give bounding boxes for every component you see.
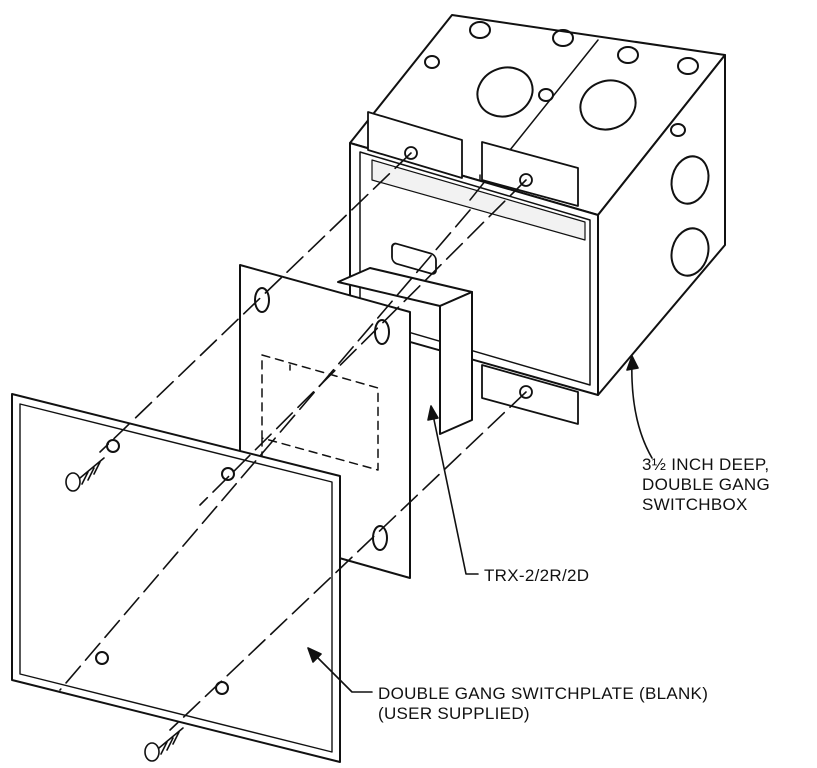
arrow-trx [427,405,439,421]
switchplate-inner-edge [19,403,333,753]
knockout-side-1 [670,155,710,205]
switchplate-hole-3 [95,651,109,665]
switchbox-interior [371,159,586,241]
knockout-top-4 [552,29,574,47]
align-line-1 [99,152,412,453]
arrow-switchplate [307,647,322,663]
screw-head-lower [144,742,160,762]
switchplate-label: DOUBLE GANG SWITCHPLATE (BLANK) (USER SU… [378,684,708,724]
pryout-top-2 [538,88,554,102]
align-line-3 [169,391,527,731]
trx-box-side [439,291,473,435]
alignment-lines [59,152,527,731]
align-line-2 [199,179,527,506]
screw-lower [144,727,184,762]
leader-lines [307,355,653,693]
ear-top-left-slot [391,242,437,275]
switchplate-label-line-1: DOUBLE GANG SWITCHPLATE (BLANK) [378,684,709,703]
switchbox-front-inner [359,151,591,386]
knockout-top-1 [476,66,534,118]
knockout-top-3 [469,21,491,39]
align-line-4 [59,209,471,691]
knockout-top-6 [677,57,699,75]
knockout-top-2 [579,79,637,131]
switchplate-hole-4 [215,681,229,695]
knockout-side-2 [670,227,710,277]
switchplate-outline [11,393,341,763]
screw-upper [65,457,105,492]
switchplate-hole-2 [221,467,235,481]
leader-trx [431,409,479,575]
switchplate-label-line-2: (USER SUPPLIED) [378,704,530,723]
switchbox-label-line-2: DOUBLE GANG [642,475,770,494]
switchplate [11,393,341,763]
ear-top-right [481,141,579,207]
switchbox-ears [367,111,579,425]
screw-thread-lower [158,727,184,755]
pryout-top-1 [424,55,440,69]
screw-thread-upper [79,457,105,485]
screws [65,457,184,762]
trx-hidden-edges [261,354,379,521]
switchbox-label-line-3: SWITCHBOX [642,495,748,514]
trx-label-text: TRX-2/2R/2D [484,566,590,585]
ear-top-left [367,111,463,179]
switchbox-label: 3½ INCH DEEP, DOUBLE GANG SWITCHBOX [642,455,770,515]
pryout-side-1 [670,123,686,137]
leader-switchplate [311,651,373,693]
trx-label: TRX-2/2R/2D [484,566,589,586]
arrow-switchbox [626,355,639,371]
screw-head-upper [65,472,81,492]
leader-switchbox [631,359,653,459]
switchbox-label-line-1: 3½ INCH DEEP, [642,455,770,474]
trx-plate-hole-2 [374,319,390,345]
trx-plate-hole-1 [254,287,270,313]
knockout-top-5 [617,46,639,64]
